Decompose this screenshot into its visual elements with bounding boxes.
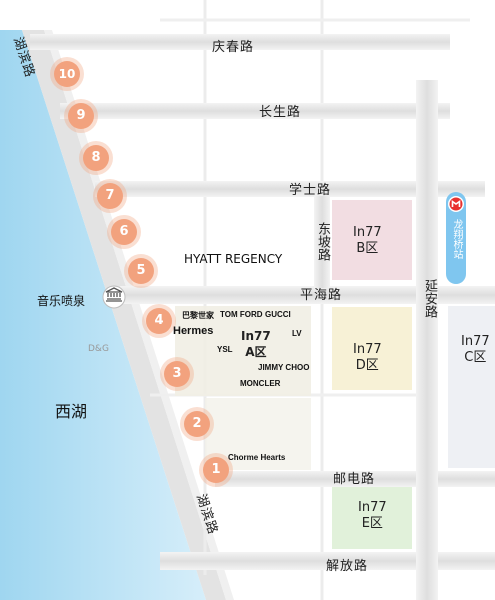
music-fountain-label: 音乐喷泉 — [37, 294, 86, 308]
marker-5[interactable]: 5 — [128, 258, 154, 284]
zone-e-line1: In77 — [358, 500, 387, 515]
marker-10[interactable]: 10 — [54, 61, 80, 87]
brand-gucci: GUCCI — [265, 310, 291, 319]
youdian-road-label: 邮电路 — [333, 472, 376, 487]
marker-2[interactable]: 2 — [184, 411, 210, 437]
zone-d-area — [332, 307, 412, 390]
marker-4[interactable]: 4 — [146, 308, 172, 334]
hubin-road — [22, 30, 226, 600]
metro-line-bar — [446, 192, 466, 284]
brand-paris-world: 巴黎世家 — [182, 311, 214, 320]
zone-d-label: In77 D区 — [353, 342, 382, 374]
brand-ysl: YSL — [217, 345, 233, 354]
zone-d-line2: D区 — [355, 358, 379, 373]
yanan-road-label: 延安路 — [422, 279, 437, 318]
dongpo-road — [314, 196, 330, 288]
zone-c-area — [448, 306, 495, 468]
jiefang-road-label: 解放路 — [326, 559, 369, 574]
zone-b-area — [332, 200, 412, 280]
zone-a-line2: A区 — [245, 345, 267, 359]
pinghai-road — [120, 286, 495, 304]
zone-b-label: In77 B区 — [353, 225, 382, 257]
marker-8[interactable]: 8 — [83, 145, 109, 171]
zone-e-line2: E区 — [361, 516, 383, 531]
brand-lv: LV — [292, 329, 302, 338]
marker-1[interactable]: 1 — [203, 457, 229, 483]
marker-7[interactable]: 7 — [97, 183, 123, 209]
metro-station-label: 龙翔桥站 — [451, 219, 462, 259]
yanan-road — [416, 80, 438, 600]
west-lake-area — [0, 30, 206, 600]
brand-moncler: MONCLER — [240, 379, 281, 388]
changsheng-road-label: 长生路 — [259, 105, 302, 120]
zone-d-line1: In77 — [353, 342, 382, 357]
marker-9[interactable]: 9 — [68, 103, 94, 129]
brand-hermes: Hermes — [173, 325, 214, 337]
pinghai-road-label: 平海路 — [300, 288, 343, 303]
hyatt-regency-label: HYATT REGENCY — [184, 252, 283, 266]
xueshi-road-label: 学士路 — [289, 183, 332, 198]
changsheng-road — [60, 103, 450, 119]
marker-3[interactable]: 3 — [164, 361, 190, 387]
qingchun-road-label: 庆春路 — [212, 40, 255, 55]
west-lake-label: 西湖 — [55, 402, 88, 421]
brand-tom-ford: TOM FORD — [220, 310, 263, 319]
brand-jimmy-choo: JIMMY CHOO — [258, 363, 310, 372]
jiefang-road — [160, 552, 495, 570]
zone-b-line1: In77 — [353, 225, 382, 240]
zone-a-line1: In77 — [241, 329, 271, 343]
xueshi-road — [95, 181, 485, 197]
zone-e-label: In77 E区 — [358, 500, 387, 532]
zone-a-label: In77 A区 — [241, 328, 271, 360]
brand-chrome-hearts: Chorme Hearts — [228, 453, 286, 462]
hubin-road-edge — [44, 30, 234, 600]
zone-c-line1: In77 — [461, 334, 490, 349]
zone-a-area — [175, 306, 311, 396]
zone-b-line2: B区 — [356, 241, 379, 256]
zone-e-area — [332, 487, 412, 549]
dg-brand-label: D&G — [88, 344, 109, 354]
zone-c-label: In77 C区 — [461, 334, 490, 366]
dongpo-road-label: 东坡路 — [315, 222, 330, 261]
qingchun-road — [30, 34, 450, 50]
marker-6[interactable]: 6 — [111, 219, 137, 245]
zone-c-line2: C区 — [464, 350, 487, 365]
